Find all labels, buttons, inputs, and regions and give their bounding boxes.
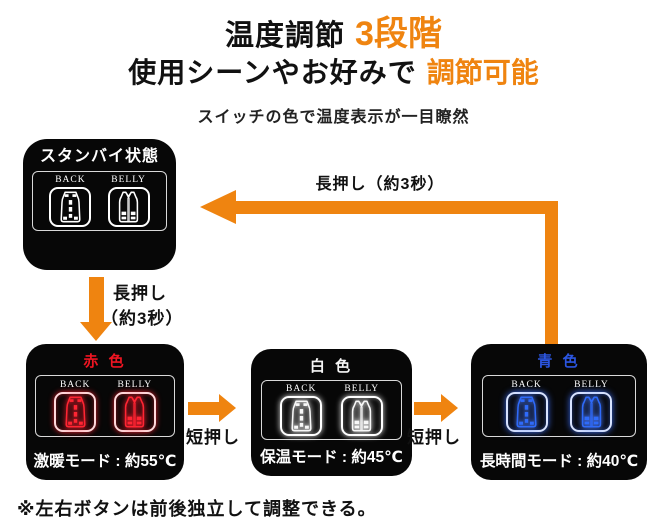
standby-state-box: スタンバイ状態 BACK BELLY xyxy=(23,139,176,270)
return-arrow-horizontal-segment xyxy=(236,201,558,214)
mode-temp-text-red: 激暖モード : 約55℃ xyxy=(33,453,177,470)
vest-back-icon xyxy=(511,395,542,429)
mode-box-white: 白 色 BACK BELLY 保温モード : 約45℃ xyxy=(251,349,412,476)
white-switch-panel: BACK BELLY xyxy=(260,380,403,440)
return-arrow-vertical-segment xyxy=(545,201,558,344)
mode-box-blue: 青 色 BACK BELLY 長時間モード : 約40℃ xyxy=(471,344,647,480)
short-press-arrow-2-head xyxy=(441,394,458,422)
back-switch-button xyxy=(280,396,323,436)
title-accent-text: 3段階 xyxy=(355,15,442,53)
belly-label: BELLY xyxy=(574,380,609,390)
short-press-arrow-2-shaft xyxy=(414,402,441,415)
back-label: BACK xyxy=(55,175,86,185)
vest-belly-icon xyxy=(113,190,144,224)
vest-back-icon xyxy=(55,190,86,224)
back-label: BACK xyxy=(511,380,542,390)
long-press-return-label: 長押し（約3秒） xyxy=(315,176,445,193)
long-press-down-label-line1: 長押し xyxy=(113,284,167,303)
vest-back-icon xyxy=(286,399,317,433)
back-switch-button xyxy=(49,187,92,227)
mode-color-title-red: 赤 色 xyxy=(83,353,127,370)
back-switch-button xyxy=(54,392,97,432)
vest-back-icon xyxy=(60,395,91,429)
short-press-label-2: 短押し xyxy=(407,428,461,447)
belly-switch-button xyxy=(113,392,156,432)
mode-color-title-blue: 青 色 xyxy=(537,353,581,370)
page-title: 温度調節 3段階 xyxy=(0,6,667,55)
standby-title: スタンバイ状態 xyxy=(39,148,159,165)
blue-switch-panel: BACK BELLY xyxy=(481,375,637,437)
back-column: BACK xyxy=(54,380,97,432)
belly-switch-button xyxy=(340,396,383,436)
belly-label: BELLY xyxy=(117,380,153,390)
belly-label: BELLY xyxy=(344,384,380,394)
belly-column: BELLY xyxy=(107,175,150,227)
belly-column: BELLY xyxy=(113,380,156,432)
footnote-text: ※左右ボタンは前後独立して調整できる。 xyxy=(17,499,377,519)
short-press-arrow-1-head xyxy=(219,394,236,422)
subtitle-black-text: 使用シーンやお好みで xyxy=(128,57,417,88)
vest-belly-icon xyxy=(346,399,377,433)
mode-temp-text-blue: 長時間モード : 約40℃ xyxy=(479,453,639,470)
long-press-down-arrow-shaft xyxy=(89,277,104,323)
long-press-down-label-line2: （約3秒） xyxy=(101,309,184,328)
short-press-label-1: 短押し xyxy=(186,428,240,447)
page-subtitle: 使用シーンやお好みで調節可能 xyxy=(0,51,667,91)
vest-belly-icon xyxy=(576,395,607,429)
back-switch-button xyxy=(505,392,548,432)
vest-belly-icon xyxy=(119,395,150,429)
subtitle-accent-text: 調節可能 xyxy=(426,57,539,88)
long-press-down-arrow-head xyxy=(80,322,112,341)
return-arrow-head xyxy=(200,190,236,224)
back-column: BACK xyxy=(49,175,92,227)
title-black-text: 温度調節 xyxy=(225,20,346,52)
belly-label: BELLY xyxy=(111,175,146,185)
mode-temp-text-white: 保温モード : 約45℃ xyxy=(260,449,403,466)
standby-switch-panel: BACK BELLY xyxy=(32,171,167,231)
back-label: BACK xyxy=(286,384,317,394)
belly-switch-button xyxy=(107,187,150,227)
tagline-text: スイッチの色で温度表示が一目瞭然 xyxy=(197,109,470,126)
short-press-arrow-1-shaft xyxy=(188,402,219,415)
red-switch-panel: BACK BELLY xyxy=(35,375,175,437)
belly-switch-button xyxy=(570,392,613,432)
belly-column: BELLY xyxy=(340,384,383,436)
mode-color-title-white: 白 色 xyxy=(309,358,354,375)
belly-column: BELLY xyxy=(570,380,613,432)
mode-box-red: 赤 色 BACK BELLY 激暖モード : 約55℃ xyxy=(26,344,184,480)
back-column: BACK xyxy=(505,380,548,432)
back-label: BACK xyxy=(59,380,91,390)
back-column: BACK xyxy=(280,384,323,436)
